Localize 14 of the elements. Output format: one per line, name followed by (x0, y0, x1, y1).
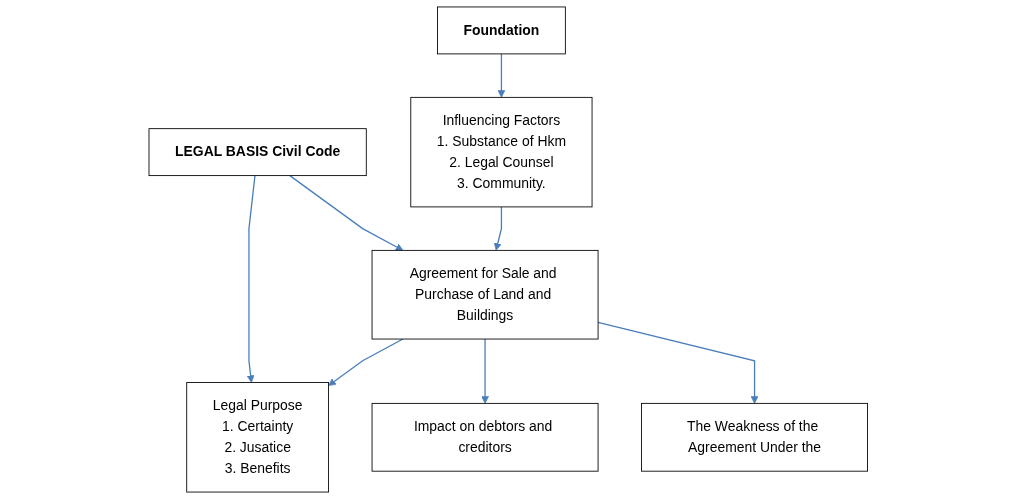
node-box: LEGAL BASIS Civil Code (148, 128, 367, 177)
node-box: Impact on debtors and creditors (371, 402, 599, 472)
node-box: The Weakness of the Agreement Under the (640, 402, 868, 472)
arrow (493, 206, 502, 251)
arrow (480, 338, 489, 404)
arrow (597, 321, 759, 404)
arrow (497, 53, 505, 98)
node-box: Influencing Factors 1. Substance of Hkm 2. Legal Counsel 3. Community. (410, 96, 593, 208)
node-box: Legal Purpose 1. Certainty 2. Jusatice 3. Benefits (186, 382, 329, 493)
arrow (288, 174, 403, 251)
node-box: Foundation (436, 6, 566, 55)
arrow (327, 338, 404, 386)
arrow (246, 174, 256, 383)
node-box: Agreement for Sale and Purchase of Land and Buildings (371, 249, 599, 340)
